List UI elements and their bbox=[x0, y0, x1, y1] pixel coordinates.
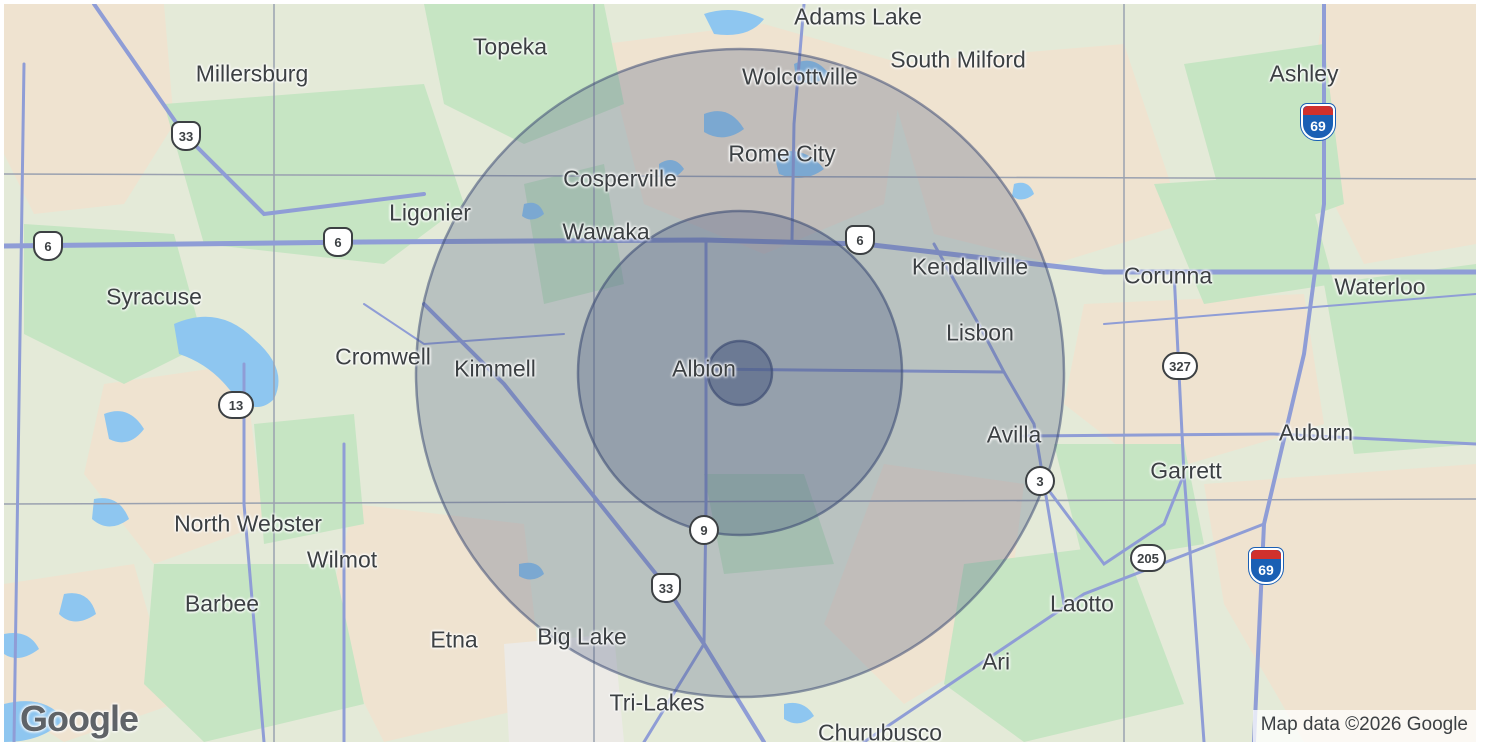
route-shield-label: 69 bbox=[1310, 118, 1326, 134]
town-label-wilmot[interactable]: Wilmot bbox=[306, 546, 378, 573]
town-label-cromwell[interactable]: Cromwell bbox=[335, 343, 431, 370]
town-label-kendallville[interactable]: Kendallville bbox=[911, 253, 1029, 280]
town-label-ligonier[interactable]: Ligonier bbox=[389, 199, 471, 226]
town-label-corunna[interactable]: Corunna bbox=[1123, 262, 1213, 289]
route-shield-us33-north: 33 bbox=[171, 121, 201, 151]
route-shield-sr9: 9 bbox=[689, 515, 719, 545]
town-label-ashley[interactable]: Ashley bbox=[1269, 60, 1339, 87]
map-canvas[interactable] bbox=[4, 4, 1476, 742]
radius-ring-inner bbox=[706, 339, 774, 407]
route-shield-sr205: 205 bbox=[1130, 544, 1166, 572]
town-label-kimmell[interactable]: Kimmell bbox=[454, 355, 536, 382]
road-kimmell bbox=[363, 303, 565, 346]
road-sr3-south bbox=[862, 522, 1266, 742]
town-label-wawaka[interactable]: Wawaka bbox=[562, 218, 650, 245]
google-logo[interactable]: Google bbox=[20, 698, 139, 739]
town-label-churubusco[interactable]: Churubusco bbox=[817, 719, 943, 743]
town-label-etna[interactable]: Etna bbox=[430, 626, 478, 653]
town-label-albion[interactable]: Albion bbox=[672, 355, 736, 382]
town-label-adams-lake[interactable]: Adams Lake bbox=[794, 4, 922, 30]
route-shield-us6-east: 6 bbox=[845, 225, 875, 255]
town-label-south-milford[interactable]: South Milford bbox=[890, 46, 1026, 73]
town-label-big-lake[interactable]: Big Lake bbox=[537, 623, 627, 650]
route-shield-sr3: 3 bbox=[1025, 466, 1055, 496]
map-viewport[interactable]: Adams Lake Topeka South Milford Wolcottv… bbox=[4, 4, 1476, 742]
road-sr9-south bbox=[642, 238, 708, 742]
road-sr205 bbox=[1042, 472, 1186, 567]
route-shield-label: 69 bbox=[1258, 562, 1274, 578]
route-shield-us33-south: 33 bbox=[651, 573, 681, 603]
town-label-waterloo[interactable]: Waterloo bbox=[1334, 273, 1426, 300]
road-sr9-north bbox=[790, 4, 806, 242]
roads bbox=[4, 4, 1476, 742]
road-us33-north bbox=[92, 4, 426, 217]
county-lines bbox=[4, 4, 1476, 742]
town-label-ari[interactable]: Ari bbox=[981, 648, 1011, 675]
map-attribution[interactable]: Map data ©2026 Google bbox=[1252, 710, 1476, 742]
road-sr3-north bbox=[932, 242, 1006, 374]
town-label-topeka[interactable]: Topeka bbox=[472, 33, 548, 60]
farmland-areas bbox=[4, 4, 1476, 742]
town-label-tri-lakes[interactable]: Tri-Lakes bbox=[609, 689, 705, 716]
town-label-wolcottville[interactable]: Wolcottville bbox=[742, 63, 858, 90]
route-shield-sr13: 13 bbox=[218, 391, 254, 419]
town-label-north-webster[interactable]: North Webster bbox=[174, 510, 322, 537]
town-label-rome-city[interactable]: Rome City bbox=[728, 140, 836, 167]
town-label-millersburg[interactable]: Millersburg bbox=[195, 60, 309, 87]
route-shield-us6-ligonier: 6 bbox=[323, 227, 353, 257]
town-label-laotto[interactable]: Laotto bbox=[1050, 590, 1114, 617]
route-shield-i69-south: 69 bbox=[1249, 548, 1283, 584]
road-us6 bbox=[4, 237, 1476, 275]
town-label-avilla[interactable]: Avilla bbox=[986, 421, 1042, 448]
town-label-syracuse[interactable]: Syracuse bbox=[106, 283, 202, 310]
road-waterloo bbox=[1103, 293, 1476, 325]
town-label-auburn[interactable]: Auburn bbox=[1278, 419, 1354, 446]
route-shield-us6-west: 6 bbox=[33, 231, 63, 261]
town-label-cosperville[interactable]: Cosperville bbox=[563, 165, 677, 192]
road-sr8 bbox=[704, 367, 1066, 606]
town-label-barbee[interactable]: Barbee bbox=[184, 590, 260, 617]
road-avilla-auburn bbox=[1022, 432, 1476, 446]
road-west bbox=[12, 62, 26, 742]
town-label-garrett[interactable]: Garrett bbox=[1150, 457, 1222, 484]
town-label-lisbon[interactable]: Lisbon bbox=[946, 319, 1014, 346]
route-shield-sr327: 327 bbox=[1162, 352, 1198, 380]
radius-rings bbox=[414, 47, 1066, 699]
road-us33-south bbox=[422, 302, 766, 742]
lakes bbox=[4, 10, 1034, 742]
route-shield-i69-north: 69 bbox=[1301, 104, 1335, 140]
